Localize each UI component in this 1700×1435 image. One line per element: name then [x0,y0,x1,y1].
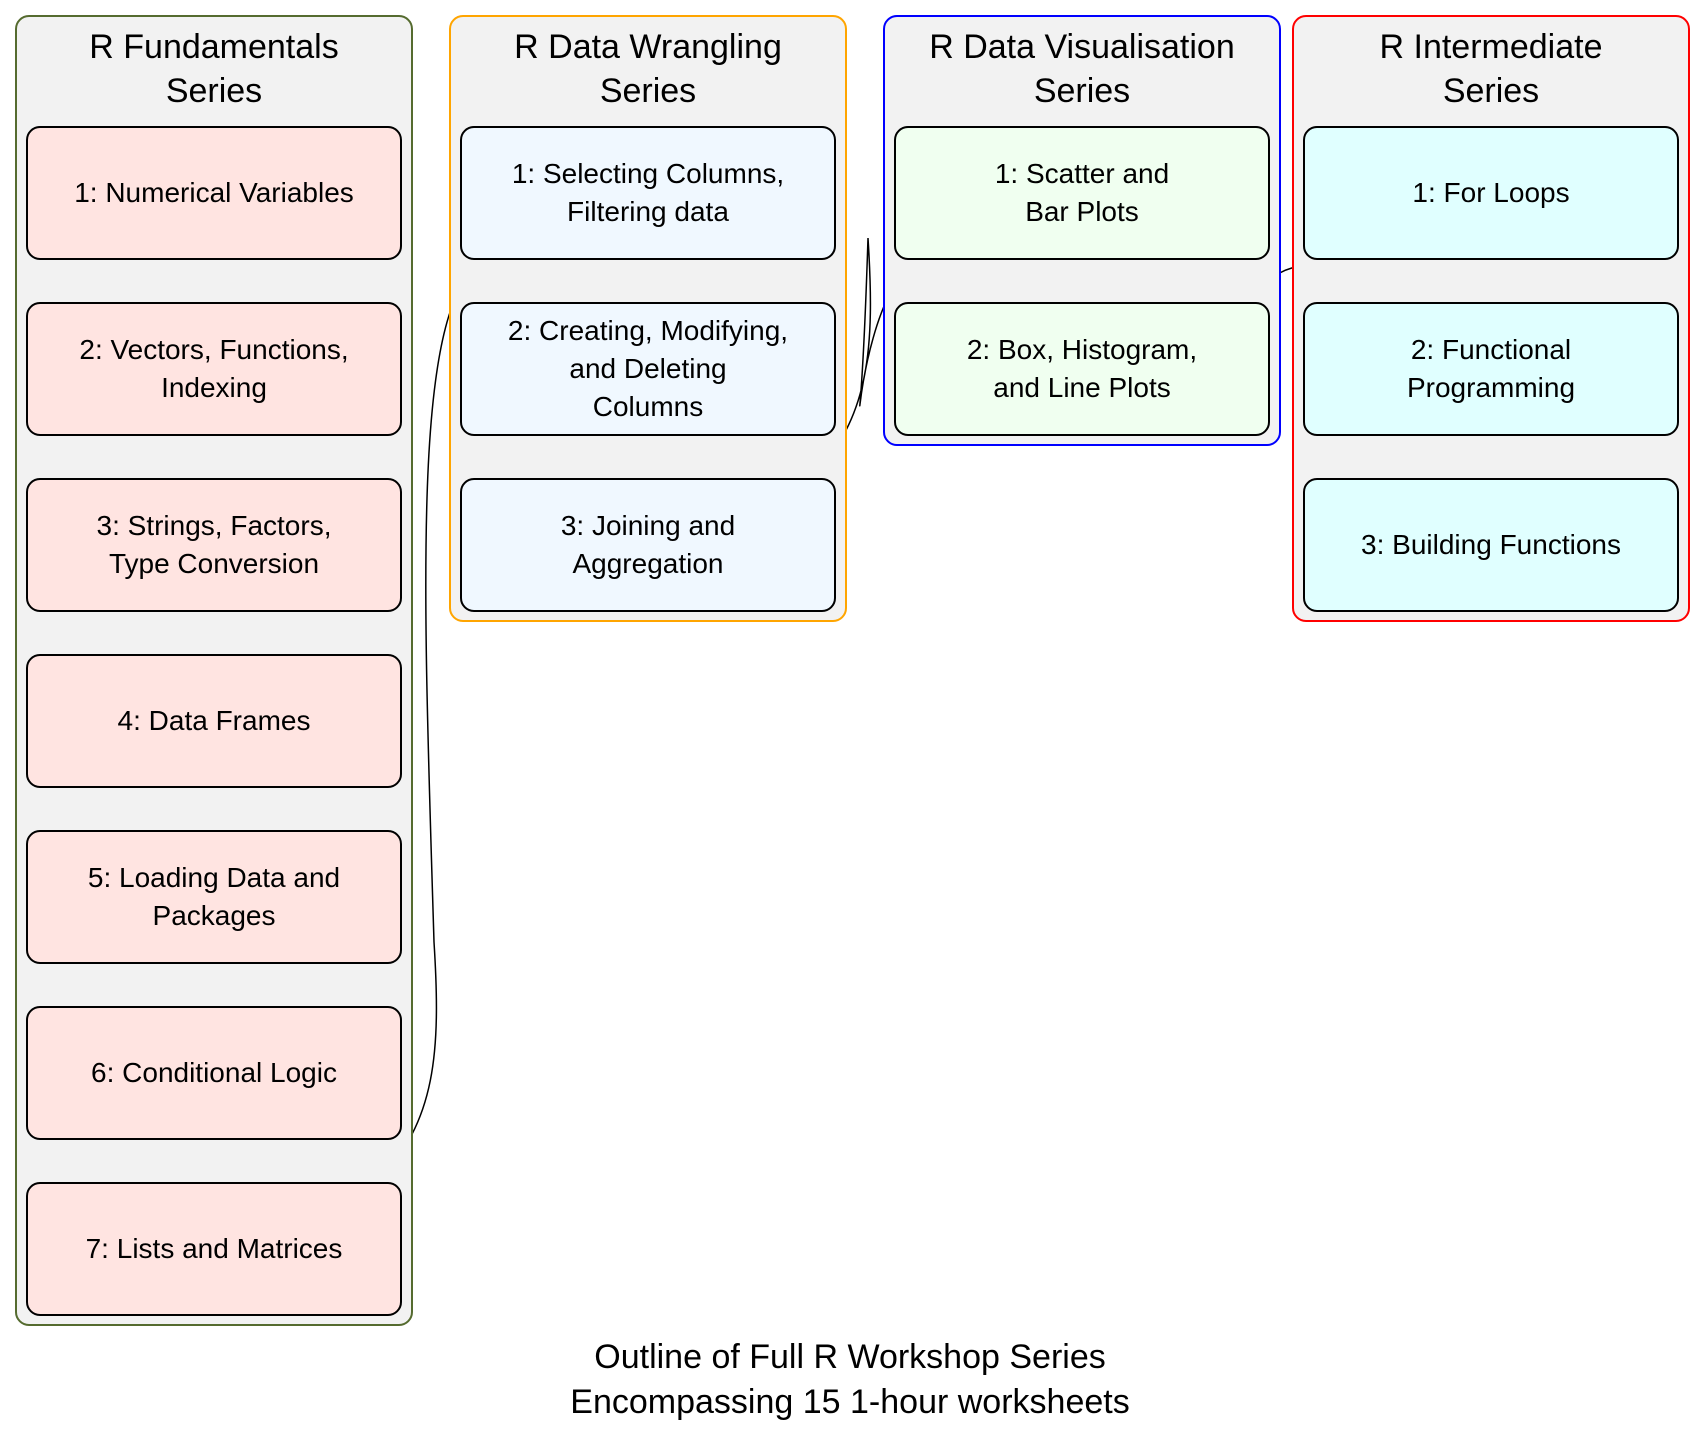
node-fundamentals-5: 5: Loading Data and Packages [26,830,402,964]
cluster-title: R Data Wrangling Series [514,28,782,110]
node-fundamentals-4: 4: Data Frames [26,654,402,788]
node-data-visualisation-1: 1: Scatter and Bar Plots [894,126,1270,260]
diagram-caption: Outline of Full R Workshop Series Encomp… [570,1338,1130,1421]
edge-data-wrangling-to-data-visualisation [810,237,921,479]
node-fundamentals-2: 2: Vectors, Functions, Indexing [26,302,402,436]
cluster-title: R Intermediate Series [1379,28,1603,110]
node-intermediate-3: 3: Building Functions [1303,478,1679,612]
node-fundamentals-6: 6: Conditional Logic [26,1006,402,1140]
cluster-title: R Data Visualisation Series [929,28,1235,110]
node-intermediate-2: 2: Functional Programming [1303,302,1679,436]
node-data-visualisation-2: 2: Box, Histogram, and Line Plots [894,302,1270,436]
cluster-title: R Fundamentals Series [89,28,339,110]
node-intermediate-1: 1: For Loops [1303,126,1679,260]
edge-fundamentals-to-data-wrangling [376,259,487,1183]
node-fundamentals-1: 1: Numerical Variables [26,126,402,260]
node-data-wrangling-1: 1: Selecting Columns, Filtering data [460,126,836,260]
node-data-wrangling-3: 3: Joining and Aggregation [460,478,836,612]
node-fundamentals-7: 7: Lists and Matrices [26,1182,402,1316]
node-fundamentals-3: 3: Strings, Factors, Type Conversion [26,478,402,612]
node-data-wrangling-2: 2: Creating, Modifying, and Deleting Col… [460,302,836,436]
